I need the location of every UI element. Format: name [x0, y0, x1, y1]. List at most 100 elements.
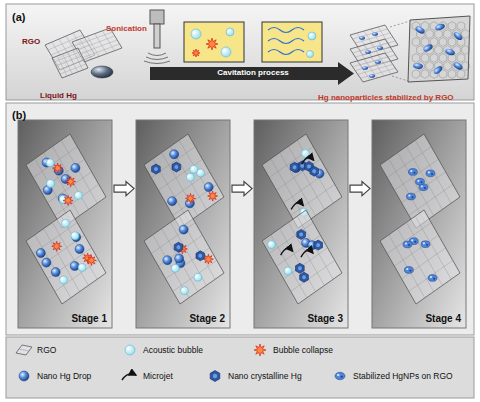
sheet-grid	[276, 159, 320, 190]
crystal-facet	[298, 266, 302, 271]
sheet-grid	[288, 146, 324, 209]
carbon-hexagon	[426, 62, 434, 71]
rgo-zoom	[408, 16, 470, 82]
zoom-line	[392, 76, 408, 81]
acoustic-bubble	[302, 150, 310, 158]
sheet-grid	[353, 29, 388, 39]
crystal-facet	[316, 243, 320, 248]
legend-text: RGO	[37, 345, 56, 355]
nano-hg-drop	[179, 225, 188, 234]
sound-wave	[148, 53, 166, 56]
stabilized-dot	[421, 181, 423, 183]
nano-crystalline-hg	[196, 251, 205, 261]
wavy-jet	[268, 39, 304, 44]
carbon-hexagon	[457, 70, 465, 79]
stage-panel	[254, 120, 348, 328]
stabilized-dot	[341, 376, 343, 378]
stabilized-dot	[417, 180, 419, 182]
stage-arrow	[114, 182, 134, 196]
nano-hg-drop	[168, 197, 177, 206]
nano-hg-drop	[72, 233, 81, 242]
sheet-grid	[353, 43, 388, 53]
nano-crystalline-hg	[290, 162, 299, 172]
nano-crystalline-hg	[297, 229, 306, 239]
legend-entry: Microjet	[120, 368, 173, 384]
carbon-hexagon	[439, 38, 447, 47]
sound-wave	[144, 61, 170, 64]
sheet-grid	[48, 248, 92, 279]
carbon-hexagon	[417, 46, 425, 55]
stabilized-dot	[405, 242, 407, 244]
stabilized-hgnp	[408, 169, 417, 176]
acoustic-bubble	[308, 32, 316, 40]
microjet	[291, 203, 303, 210]
sonicator-probe	[154, 24, 160, 48]
acoustic-bubble	[194, 273, 202, 281]
acoustic-bubble	[180, 287, 188, 295]
stabilized-dot	[433, 278, 435, 280]
sheet-grid	[170, 222, 206, 285]
stabilized-dot	[411, 239, 413, 241]
acoustic-bubble	[226, 28, 234, 36]
stage-label: Stage 4	[425, 313, 461, 325]
sheet-grid	[95, 34, 107, 54]
sheet-grid	[415, 140, 451, 203]
crystal-facet	[312, 169, 316, 174]
stabilized-dot	[426, 244, 428, 246]
sheet-grid	[394, 235, 438, 266]
stabilized-hgnp	[428, 275, 437, 282]
rgo-sheet	[144, 210, 224, 304]
nano-hg-drop	[75, 244, 84, 253]
liquid-hg-drop	[91, 66, 113, 78]
nano-hg-drop	[19, 371, 29, 381]
hg-nanoparticle	[434, 23, 445, 32]
hg-nanoparticle	[377, 46, 383, 50]
stabilized-hgnp	[403, 241, 412, 248]
carbon-hexagon	[430, 54, 438, 63]
hg-nanoparticle	[414, 25, 425, 35]
nano-crystalline-hg	[314, 240, 323, 250]
rgo-sheet	[52, 48, 88, 78]
legend-text: Acoustic bubble	[143, 345, 203, 355]
acoustic-bubble	[186, 173, 194, 181]
carbon-hexagon	[448, 22, 456, 31]
part-label: Liquid Hg	[40, 91, 77, 100]
acoustic-bubble	[62, 219, 70, 227]
rgo-sheet	[380, 210, 460, 304]
stage-panel	[372, 120, 466, 328]
stabilized-dot	[423, 242, 425, 244]
sheet-grid	[61, 140, 97, 203]
sheet-grid	[415, 216, 451, 279]
sheet-grid	[82, 44, 120, 58]
hg-nanoparticle	[432, 65, 443, 76]
carbon-hexagon	[426, 30, 434, 39]
nano-crystalline-hg	[310, 166, 319, 176]
sheet-grid	[58, 60, 84, 70]
sheet-grid	[378, 55, 391, 74]
acoustic-bubble	[190, 165, 198, 173]
stabilized-dot	[430, 276, 432, 278]
panel-a-frame	[6, 4, 474, 100]
sheet-grid	[271, 235, 307, 298]
legend-entry: Stabilized HgNPs on RGO	[330, 368, 453, 384]
stabilized-dot	[410, 170, 412, 172]
crystal-facet	[213, 373, 218, 379]
legend-frame	[6, 337, 474, 398]
stabilized-dot	[428, 171, 430, 173]
sheet-grid	[402, 248, 446, 279]
legend-text: Nano crystalline Hg	[228, 371, 302, 381]
legend-icon	[205, 369, 225, 383]
bubble-collapse	[86, 255, 96, 265]
nano-hg-drop	[51, 268, 60, 277]
sheet-grid	[291, 184, 335, 215]
stabilized-hgnp	[404, 267, 413, 274]
sheet-grid	[358, 64, 393, 74]
stabilized-dot	[431, 173, 433, 175]
stage-label: Stage 1	[71, 313, 107, 325]
legend-icon	[14, 343, 34, 357]
stabilized-dot	[413, 172, 415, 174]
legend-text: Stabilized HgNPs on RGO	[353, 371, 453, 381]
legend-entry: RGO	[14, 342, 56, 358]
part-label: Sonication	[106, 24, 147, 33]
